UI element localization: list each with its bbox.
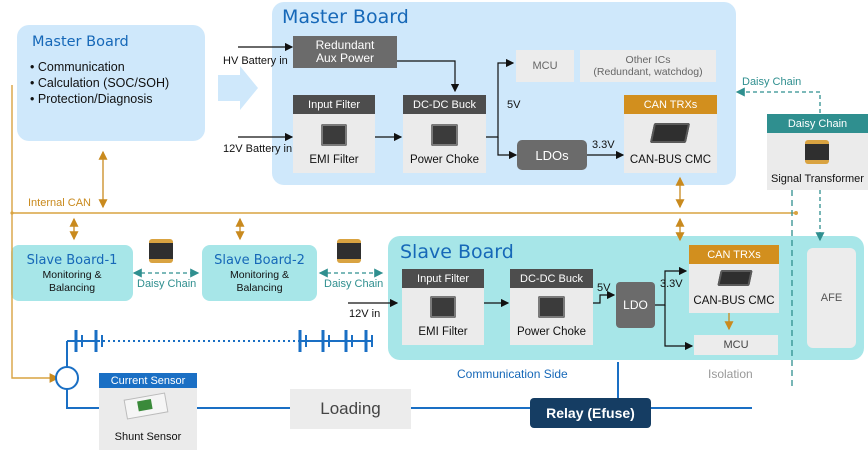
emi-filter-icon	[321, 124, 347, 146]
slave-12v-label: 12V in	[349, 308, 381, 320]
big-arrow	[218, 66, 258, 110]
master-other-ics: Other ICs (Redundant, watchdog)	[580, 50, 716, 82]
emi-filter-icon	[430, 296, 456, 318]
bullet-item: • Protection/Diagnosis	[30, 92, 153, 106]
current-sensor-box: Current Sensor Shunt Sensor	[99, 373, 197, 450]
slave-input-filter: Input Filter EMI Filter	[402, 269, 484, 345]
dcdc-buck-header: DC-DC Buck	[510, 269, 593, 288]
input-filter-caption: EMI Filter	[309, 154, 359, 166]
slave-ldo: LDO	[616, 282, 655, 328]
dcdc-buck-header: DC-DC Buck	[403, 95, 486, 114]
can-trx-header: CAN TRXs	[624, 95, 717, 114]
signal-transformer-caption: Signal Transformer	[771, 173, 864, 185]
slave-can-trx: CAN TRXs CAN-BUS CMC	[689, 245, 779, 313]
communication-side-label: Communication Side	[457, 367, 568, 381]
can-bus-cmc-icon	[717, 270, 753, 286]
master-input-filter: Input Filter EMI Filter	[293, 95, 375, 173]
master-dcdc-buck: DC-DC Buck Power Choke	[403, 95, 486, 173]
master-3v3-label: 3.3V	[592, 139, 615, 151]
can-trx-caption: CAN-BUS CMC	[629, 154, 712, 166]
master-summary-bullets: • Communication • Calculation (SOC/SOH) …	[30, 59, 169, 107]
power-choke-icon	[431, 124, 458, 146]
master-summary-title: Master Board	[32, 34, 129, 50]
master-can-trx: CAN TRXs CAN-BUS CMC	[624, 95, 717, 173]
hv-battery-label: HV Battery in	[223, 55, 288, 67]
slave-3v3-label: 3.3V	[660, 278, 683, 290]
dcdc-buck-caption: Power Choke	[516, 326, 587, 338]
master-mcu: MCU	[516, 50, 574, 82]
slave-5v-label: 5V	[597, 282, 611, 294]
master-5v-label: 5V	[507, 99, 521, 111]
slave-board-1-title: Slave Board-1	[26, 253, 118, 268]
afe-box: AFE	[807, 248, 856, 348]
redundant-aux-power: Redundant Aux Power	[293, 36, 397, 68]
slave-mcu: MCU	[694, 335, 778, 355]
input-filter-header: Input Filter	[402, 269, 484, 288]
current-sensor-header: Current Sensor	[99, 373, 197, 388]
shunt-sensor-icon	[123, 392, 169, 420]
signal-transformer-box: Daisy Chain Signal Transformer	[767, 114, 868, 190]
slave-board-1	[11, 245, 133, 301]
isolation-label: Isolation	[708, 367, 753, 381]
daisy-chain-label-1: Daisy Chain	[137, 278, 197, 290]
can-trx-header: CAN TRXs	[689, 245, 779, 264]
master-board-title: Master Board	[282, 6, 409, 28]
can-trx-caption: CAN-BUS CMC	[693, 295, 775, 307]
power-choke-icon	[538, 296, 565, 318]
transformer-icon	[337, 239, 361, 263]
slave-board-1-sub: Monitoring & Balancing	[42, 269, 102, 294]
master-summary-panel	[17, 25, 205, 141]
current-sensor-icon	[55, 366, 79, 390]
slave-board-2-title: Slave Board-2	[214, 253, 305, 268]
bullet-item: • Calculation (SOC/SOH)	[30, 76, 170, 90]
internal-can-label: Internal CAN	[28, 197, 91, 209]
daisy-chain-box-header: Daisy Chain	[767, 114, 868, 133]
can-bus-cmc-icon	[649, 123, 691, 143]
master-ldos: LDOs	[517, 140, 587, 170]
slave-dcdc-buck: DC-DC Buck Power Choke	[510, 269, 593, 345]
transformer-icon	[149, 239, 173, 263]
slave-board-title: Slave Board	[400, 241, 514, 263]
bullet-item: • Communication	[30, 60, 125, 74]
slave-board-2	[202, 245, 317, 301]
battery-12v-label: 12V Battery in	[223, 143, 293, 155]
signal-transformer-icon	[805, 140, 829, 164]
input-filter-header: Input Filter	[293, 95, 375, 114]
daisy-chain-right-label: Daisy Chain	[742, 76, 802, 88]
current-sensor-caption: Shunt Sensor	[114, 431, 182, 443]
daisy-chain-label-2: Daisy Chain	[324, 278, 384, 290]
loading-box: Loading	[290, 389, 411, 429]
shunt-chip-icon	[137, 399, 153, 412]
slave-board-2-sub: Monitoring & Balancing	[230, 269, 289, 294]
dcdc-buck-caption: Power Choke	[409, 154, 480, 166]
input-filter-caption: EMI Filter	[418, 326, 468, 338]
relay-efuse: Relay (Efuse)	[530, 398, 651, 428]
